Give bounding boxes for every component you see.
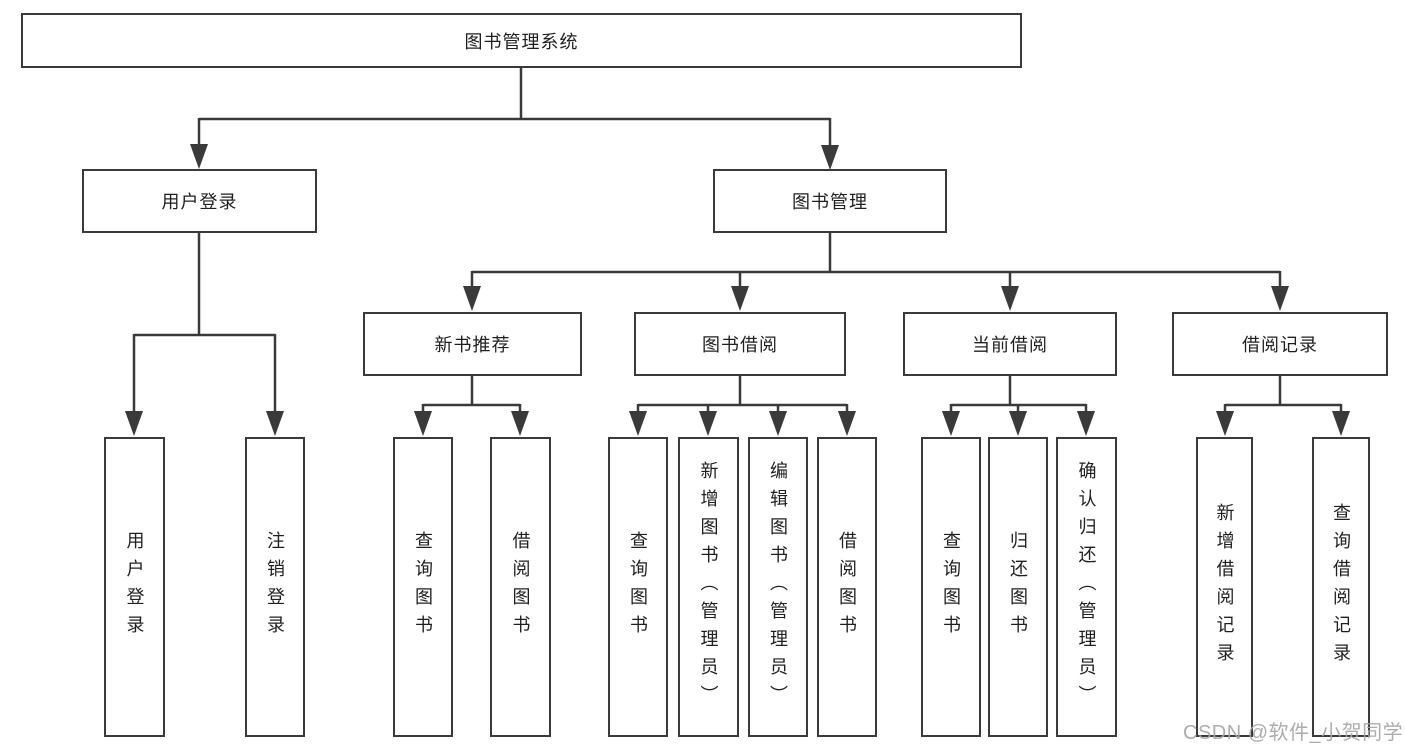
connector-userlogin-children: [125, 233, 284, 436]
connector-bookmgmt-to-l3: [463, 233, 1289, 311]
node-root: 图书管理系统: [21, 13, 1022, 68]
node-new-book-recommend: 新书推荐: [363, 312, 582, 376]
leaf-query-books-borrow: 查询图书: [608, 437, 668, 737]
connector-root-to-l2: [190, 68, 839, 170]
leaf-logout: 注销登录: [245, 437, 305, 737]
node-book-management: 图书管理: [713, 169, 947, 233]
connector-currentborrow-children: [942, 376, 1095, 436]
node-current-borrow: 当前借阅: [903, 312, 1117, 376]
connector-bookborrow-children: [629, 376, 856, 436]
node-user-login: 用户登录: [82, 169, 317, 233]
leaf-add-borrow-record: 新增借阅记录: [1196, 437, 1253, 737]
leaf-user-login: 用户登录: [104, 437, 165, 737]
leaf-confirm-return-admin: 确认归还（管理员）: [1056, 437, 1117, 737]
leaf-borrow-books: 借阅图书: [817, 437, 877, 737]
node-borrow-records: 借阅记录: [1172, 312, 1388, 376]
connector-newbooks-children: [414, 376, 529, 436]
leaf-add-book-admin: 新增图书（管理员）: [678, 437, 739, 737]
leaf-edit-book-admin: 编辑图书（管理员）: [748, 437, 808, 737]
leaf-query-books-recommend: 查询图书: [393, 437, 453, 737]
leaf-return-book: 归还图书: [988, 437, 1048, 737]
csdn-watermark: CSDN @软件_小贺同学: [1183, 722, 1404, 744]
leaf-query-borrow-record: 查询借阅记录: [1312, 437, 1370, 737]
leaf-borrow-books-recommend: 借阅图书: [490, 437, 551, 737]
leaf-query-books-current: 查询图书: [921, 437, 981, 737]
node-book-borrow: 图书借阅: [634, 312, 846, 376]
connector-borrowrecords-children: [1216, 376, 1350, 436]
